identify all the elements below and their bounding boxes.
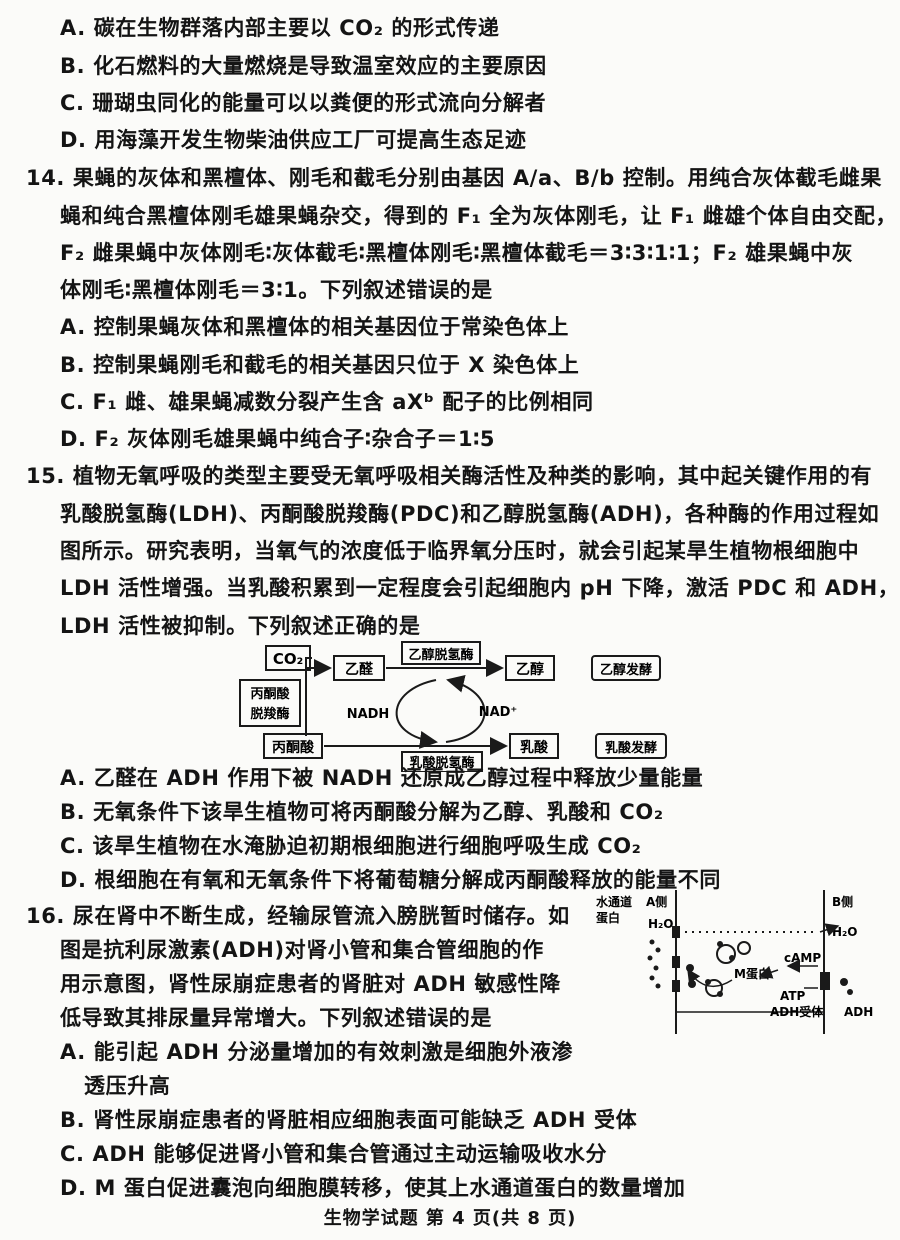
q16-option-d: D. M 蛋白促进囊泡向细胞膜转移，使其上水通道蛋白的数量增加: [60, 1176, 686, 1200]
ethanol-fermentation-label: 乙醇发酵: [600, 662, 652, 678]
q14-stem-line-4: 体刚毛∶黑檀体刚毛＝3∶1。下列叙述错误的是: [60, 278, 493, 302]
respiration-pathway-diagram: CO₂ 丙酮酸 脱羧酶 丙酮酸 乙醛 乙醇脱氢酶 乙醇 乙醇发酵 乳酸 乳酸脱氢…: [239, 641, 667, 772]
q14-stem-line-1: 14. 果蝇的灰体和黑檀体、刚毛和截毛分别由基因 A/a、B/b 控制。用纯合灰…: [26, 166, 882, 190]
side-b-label: B侧: [832, 894, 853, 909]
nadh-label: NADH: [347, 707, 390, 722]
q16-option-b: B. 肾性尿崩症患者的肾脏相应细胞表面可能缺乏 ADH 受体: [60, 1108, 638, 1132]
co2-label: CO₂: [273, 650, 303, 668]
q13-option-a: A. 碳在生物群落内部主要以 CO₂ 的形式传递: [60, 16, 500, 40]
q16-option-a-line-1: A. 能引起 ADH 分泌量增加的有效刺激是细胞外液渗: [60, 1040, 574, 1064]
aquaporin-label-line-2: 蛋白: [596, 910, 620, 925]
q15-option-b: B. 无氧条件下该旱生植物可将丙酮酸分解为乙醇、乳酸和 CO₂: [60, 800, 664, 824]
q16-stem-line-1: 16. 尿在肾中不断生成，经输尿管流入膀胱暂时储存。如: [26, 904, 570, 928]
q15-stem-line-4: LDH 活性增强。当乳酸积累到一定程度会引起细胞内 pH 下降，激活 PDC 和…: [60, 576, 900, 600]
camp-label: cAMP: [784, 951, 821, 965]
q14-option-c: C. F₁ 雌、雄果蝇减数分裂产生含 aXᵇ 配子的比例相同: [60, 390, 594, 414]
q16-stem-line-2: 图是抗利尿激素(ADH)对肾小管和集合管细胞的作: [60, 938, 544, 962]
q15-stem-line-5: LDH 活性被抑制。下列叙述正确的是: [60, 614, 421, 638]
q16-stem-line-4: 低导致其排尿量异常增大。下列叙述错误的是: [60, 1006, 492, 1030]
q15-option-d: D. 根细胞在有氧和无氧条件下将葡萄糖分解成丙酮酸释放的能量不同: [60, 868, 721, 892]
ethanol-label: 乙醇: [516, 661, 544, 678]
q16-stem-line-3: 用示意图，肾性尿崩症患者的肾脏对 ADH 敏感性降: [60, 972, 561, 996]
acetaldehyde-label: 乙醛: [345, 661, 374, 678]
pdc-label-line-1: 丙酮酸: [250, 686, 290, 702]
q13-option-c: C. 珊瑚虫同化的能量可以以粪便的形式流向分解者: [60, 91, 547, 115]
q15-option-c: C. 该旱生植物在水淹胁迫初期根细胞进行细胞呼吸生成 CO₂: [60, 834, 642, 858]
q14-option-b: B. 控制果蝇刚毛和截毛的相关基因只位于 X 染色体上: [60, 353, 580, 377]
vesicles: [705, 941, 751, 997]
adh-receptor-shape: [820, 972, 830, 990]
pyruvate-label: 丙酮酸: [272, 739, 315, 756]
page-footer: 生物学试题 第 4 页(共 8 页): [323, 1208, 577, 1229]
q13-option-b: B. 化石燃料的大量燃烧是导致温室效应的主要原因: [60, 54, 547, 78]
aquaporin-label-line-1: 水通道: [596, 894, 632, 909]
q15-option-a: A. 乙醛在 ADH 作用下被 NADH 还原成乙醇过程中释放少量能量: [60, 766, 704, 790]
adh-receptor-label: ADH受体: [770, 1004, 824, 1019]
q14-stem-line-3: F₂ 雌果蝇中灰体刚毛∶灰体截毛∶黑檀体刚毛∶黑檀体截毛＝3∶3∶1∶1；F₂ …: [60, 241, 854, 265]
pdc-label-line-2: 脱羧酶: [250, 706, 289, 722]
aquaporin-proteins: [672, 926, 735, 997]
q15-stem-line-2: 乳酸脱氢酶(LDH)、丙酮酸脱羧酶(PDC)和乙醇脱氢酶(ADH)，各种酶的作用…: [60, 502, 880, 526]
water-molecules-left: [647, 939, 661, 989]
q16-option-a-line-2: 透压升高: [84, 1074, 171, 1098]
q16-option-c: C. ADH 能够促进肾小管和集合管通过主动运输吸收水分: [60, 1142, 608, 1166]
m-protein-label: M蛋白: [734, 966, 770, 981]
nad-label: NAD⁺: [479, 705, 518, 720]
q13-option-d: D. 用海藻开发生物柴油供应工厂可提高生态足迹: [60, 128, 527, 152]
adh-kidney-cell-diagram: 水通道 蛋白 A侧 B侧 H₂O H₂O M蛋白 cAMP ATP ADH受体 …: [596, 890, 873, 1034]
ldh-enzyme-label: 乳酸脱氢酶: [409, 755, 474, 771]
q14-option-a: A. 控制果蝇灰体和黑檀体的相关基因位于常染色体上: [60, 315, 569, 339]
adh-hormone-label: ADH: [844, 1005, 873, 1019]
q15-stem-line-3: 图所示。研究表明，当氧气的浓度低于临界氧分压时，就会引起某旱生植物根细胞中: [60, 539, 860, 563]
q14-option-d: D. F₂ 灰体刚毛雄果蝇中纯合子∶杂合子＝1∶5: [60, 427, 496, 451]
q14-stem-line-2: 蝇和纯合黑檀体刚毛雄果蝇杂交，得到的 F₁ 全为灰体刚毛，让 F₁ 雌雄个体自由…: [60, 204, 898, 228]
atp-label: ATP: [780, 989, 806, 1003]
adh-molecule: [840, 978, 848, 986]
lactate-label: 乳酸: [520, 739, 549, 756]
h2o-left-label: H₂O: [648, 917, 674, 931]
q15-stem-line-1: 15. 植物无氧呼吸的类型主要受无氧呼吸相关酶活性及种类的影响，其中起关键作用的…: [26, 464, 873, 488]
adh-enzyme-label: 乙醇脱氢酶: [408, 647, 473, 663]
side-a-label: A侧: [646, 894, 667, 909]
lactic-fermentation-label: 乳酸发酵: [605, 740, 657, 756]
